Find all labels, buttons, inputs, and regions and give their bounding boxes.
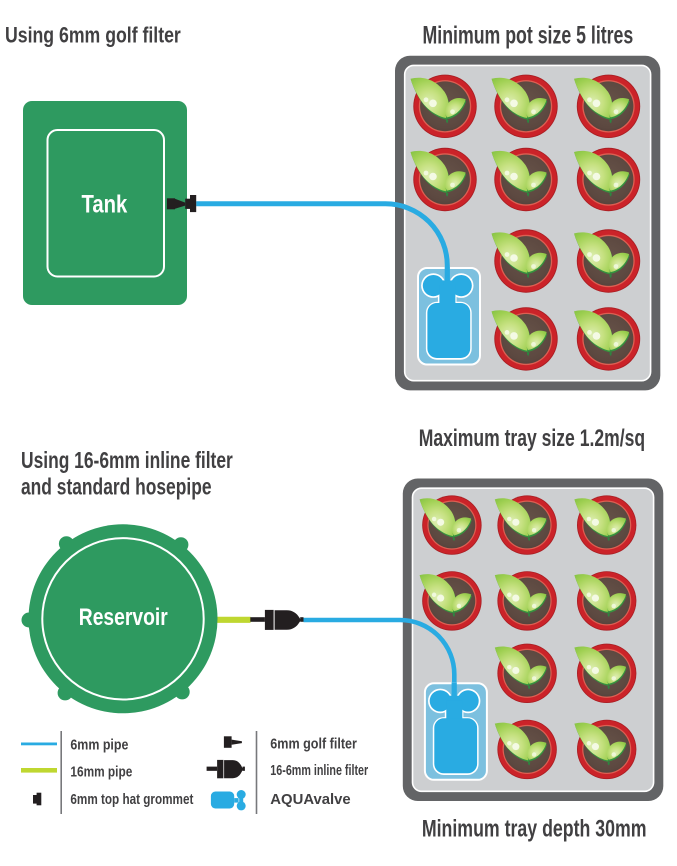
svg-text:and standard hosepipe: and standard hosepipe bbox=[21, 474, 212, 500]
svg-text:6mm pipe: 6mm pipe bbox=[70, 736, 128, 753]
svg-text:Maximum tray size 1.2m/sq: Maximum tray size 1.2m/sq bbox=[419, 425, 645, 452]
svg-text:Minimum pot size 5 litres: Minimum pot size 5 litres bbox=[423, 22, 634, 50]
svg-text:AQUAvalve: AQUAvalve bbox=[270, 791, 350, 808]
svg-text:6mm top hat grommet: 6mm top hat grommet bbox=[70, 791, 193, 808]
svg-text:6mm golf filter: 6mm golf filter bbox=[270, 736, 357, 753]
svg-text:16-6mm inline filter: 16-6mm inline filter bbox=[270, 762, 368, 779]
svg-text:Using 6mm golf filter: Using 6mm golf filter bbox=[5, 22, 181, 47]
svg-text:16mm pipe: 16mm pipe bbox=[70, 763, 132, 780]
svg-text:Tank: Tank bbox=[82, 191, 128, 219]
svg-text:Reservoir: Reservoir bbox=[79, 604, 168, 631]
svg-text:Using 16-6mm inline filter: Using 16-6mm inline filter bbox=[21, 447, 233, 473]
svg-text:Minimum tray depth 30mm: Minimum tray depth 30mm bbox=[422, 816, 647, 843]
